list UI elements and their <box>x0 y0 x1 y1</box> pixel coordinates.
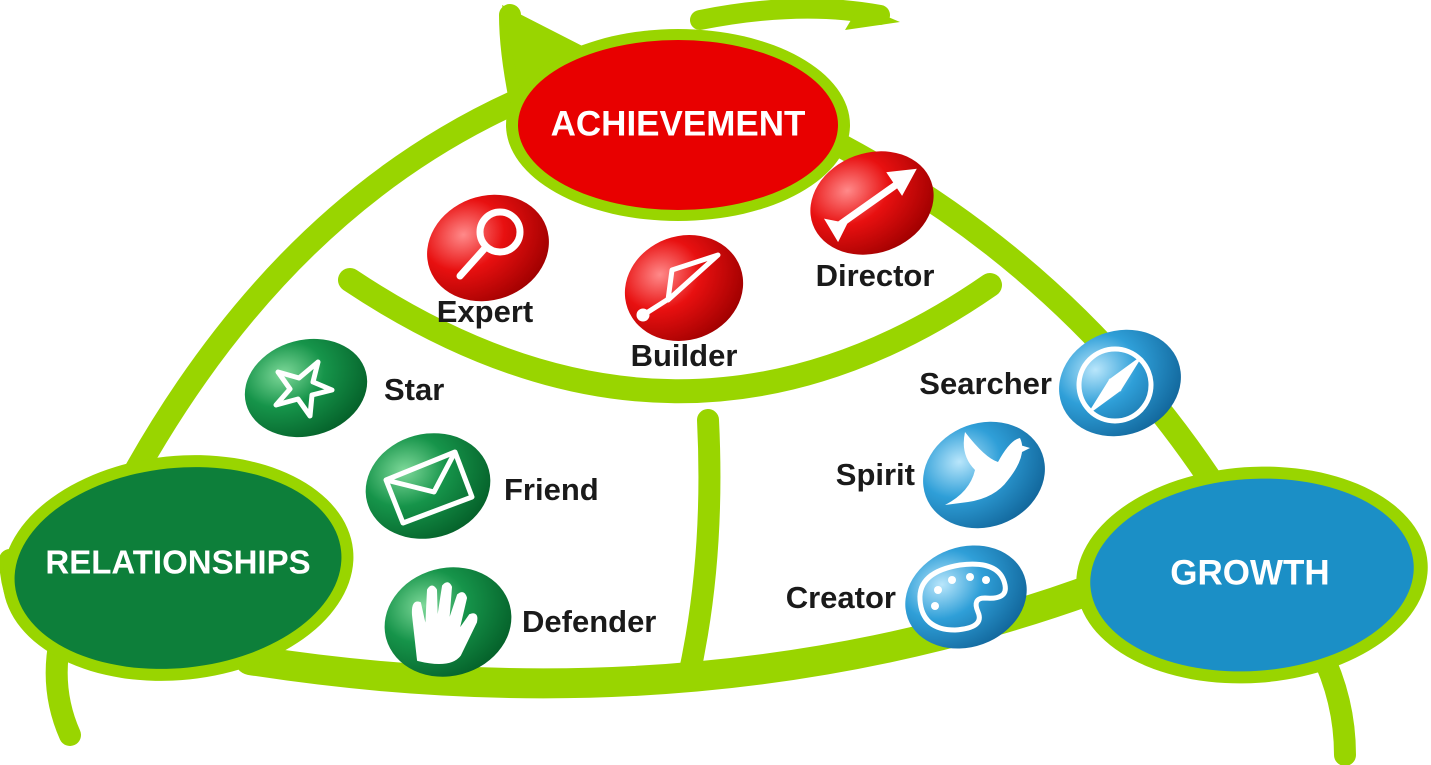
hub-achievement[interactable]: ACHIEVEMENT <box>506 29 850 221</box>
palette-icon <box>917 561 1008 633</box>
item-director-label: Director <box>816 258 935 293</box>
hub-achievement-label: ACHIEVEMENT <box>551 104 806 143</box>
dove-icon <box>945 432 1030 505</box>
item-director[interactable]: Director <box>796 134 949 293</box>
frame-top-flag-tip-right <box>845 5 900 30</box>
item-defender-label: Defender <box>522 604 656 639</box>
item-builder-label: Builder <box>631 338 738 373</box>
item-creator-label: Creator <box>786 580 896 615</box>
item-spirit-label: Spirit <box>836 457 915 492</box>
hand-icon <box>411 582 478 665</box>
frame-divider <box>677 409 721 691</box>
item-searcher[interactable]: Searcher <box>919 313 1196 453</box>
hub-relationships-label: RELATIONSHIPS <box>45 544 310 581</box>
hub-relationships[interactable]: RELATIONSHIPS <box>0 438 365 698</box>
item-defender[interactable]: Defender <box>372 553 656 690</box>
item-expert-label: Expert <box>437 294 533 329</box>
item-searcher-label: Searcher <box>919 366 1052 401</box>
hub-growth-label: GROWTH <box>1170 553 1329 592</box>
item-friend[interactable]: Friend <box>354 419 599 552</box>
item-expert[interactable]: Expert <box>412 178 564 329</box>
compass-icon <box>1076 346 1154 424</box>
item-creator[interactable]: Creator <box>786 529 1042 665</box>
magnifier-icon <box>456 208 524 280</box>
arrow-icon <box>823 168 917 243</box>
hub-growth[interactable]: GROWTH <box>1069 455 1431 695</box>
envelope-icon <box>383 449 475 526</box>
frame-inner-arc <box>338 268 1002 404</box>
item-builder[interactable]: Builder <box>610 219 758 373</box>
trowel-icon <box>636 252 721 322</box>
item-spirit[interactable]: Spirit <box>836 405 1060 545</box>
item-star[interactable]: Star <box>234 326 445 451</box>
item-friend-label: Friend <box>504 472 599 507</box>
star-icon <box>273 359 335 419</box>
item-star-label: Star <box>384 372 444 407</box>
frame-top-flag-tip <box>502 5 600 90</box>
